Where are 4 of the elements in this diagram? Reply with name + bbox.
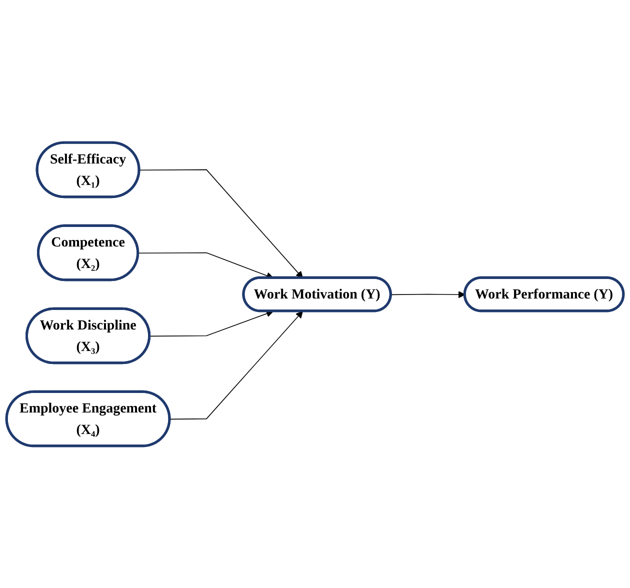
arrow	[169, 310, 303, 420]
arrow	[139, 169, 303, 278]
arrow	[390, 290, 466, 298]
arrow	[149, 310, 274, 336]
